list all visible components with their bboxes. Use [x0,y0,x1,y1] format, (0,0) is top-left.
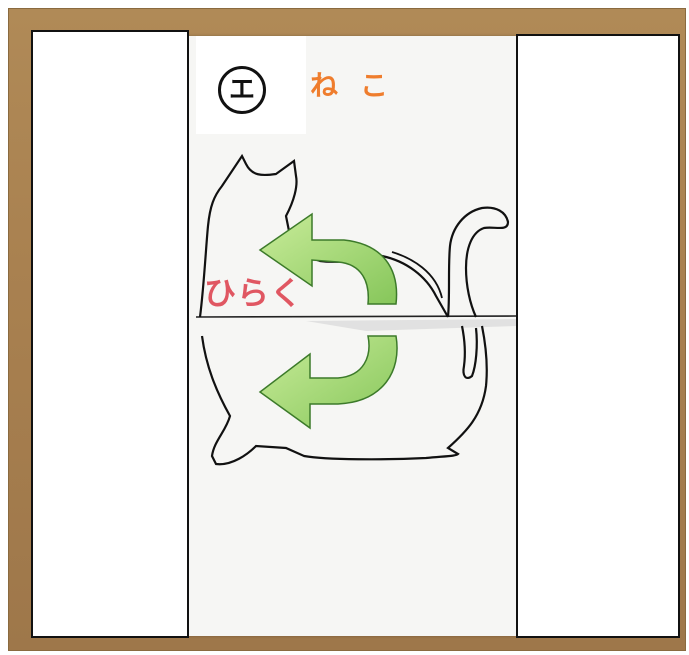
cat-back-line [391,251,443,299]
fold-shadow [306,319,516,331]
cat-tail [446,206,510,318]
left-cover-panel [31,30,189,638]
card-title: ねこ [310,69,411,102]
right-cover-panel [516,34,680,638]
fold-line [195,315,516,318]
curved-arrow-top-icon [258,212,398,305]
open-instruction: ひらく [204,274,304,312]
cat-lower-tail [460,325,478,380]
curved-arrow-bottom-icon [258,335,398,430]
cat-artwork [195,153,516,466]
circled-letter: エ [218,66,266,114]
folded-paper-card[interactable] [186,36,516,636]
cat-lower-outline [200,325,488,466]
